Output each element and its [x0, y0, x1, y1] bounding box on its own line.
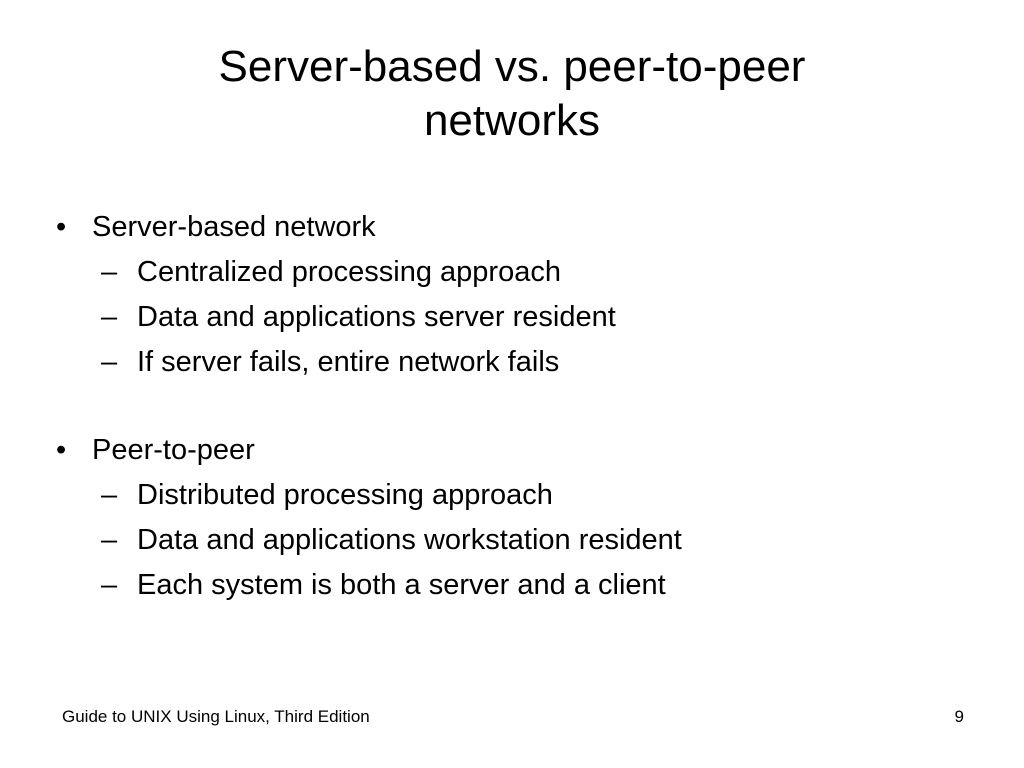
sub-bullet-text: Distributed processing approach [137, 479, 553, 511]
bullet-item: • Server-based network [56, 205, 976, 250]
bullet-dot-icon: • [56, 211, 67, 243]
dash-icon: – [101, 301, 118, 333]
slide-content: • Server-based network – Centralized pro… [56, 205, 976, 651]
dash-icon: – [101, 479, 118, 511]
sub-bullet-item: – Distributed processing approach [56, 473, 976, 518]
dash-icon: – [101, 569, 118, 601]
sub-bullet-text: Data and applications workstation reside… [137, 524, 682, 556]
sub-bullet-item: – Centralized processing approach [56, 250, 976, 295]
sub-bullet-item: – If server fails, entire network fails [56, 340, 976, 385]
dash-icon: – [101, 524, 118, 556]
bullet-item: • Peer-to-peer [56, 428, 976, 473]
sub-bullet-item: – Data and applications workstation resi… [56, 518, 976, 563]
bullet-dot-icon: • [56, 434, 67, 466]
bullet-label: Peer-to-peer [92, 434, 255, 466]
slide-title-line-1: Server-based vs. peer-to-peer [218, 42, 806, 91]
sub-bullet-item: – Data and applications server resident [56, 295, 976, 340]
page-number: 9 [954, 707, 964, 726]
sub-bullet-text: Centralized processing approach [137, 256, 561, 288]
bullet-group-peer-to-peer: • Peer-to-peer – Distributed processing … [56, 428, 976, 608]
slide-title: Server-based vs. peer-to-peer networks [100, 40, 924, 148]
sub-bullet-text: If server fails, entire network fails [137, 346, 560, 378]
sub-bullet-item: – Each system is both a server and a cli… [56, 563, 976, 608]
sub-bullet-text: Data and applications server resident [137, 301, 616, 333]
footer-text: Guide to UNIX Using Linux, Third Edition [62, 707, 370, 726]
bullet-label: Server-based network [92, 211, 376, 243]
slide-title-line-2: networks [423, 96, 601, 145]
bullet-group-server-based: • Server-based network – Centralized pro… [56, 205, 976, 385]
dash-icon: – [101, 346, 118, 378]
dash-icon: – [101, 256, 118, 288]
sub-bullet-text: Each system is both a server and a clien… [137, 569, 666, 601]
